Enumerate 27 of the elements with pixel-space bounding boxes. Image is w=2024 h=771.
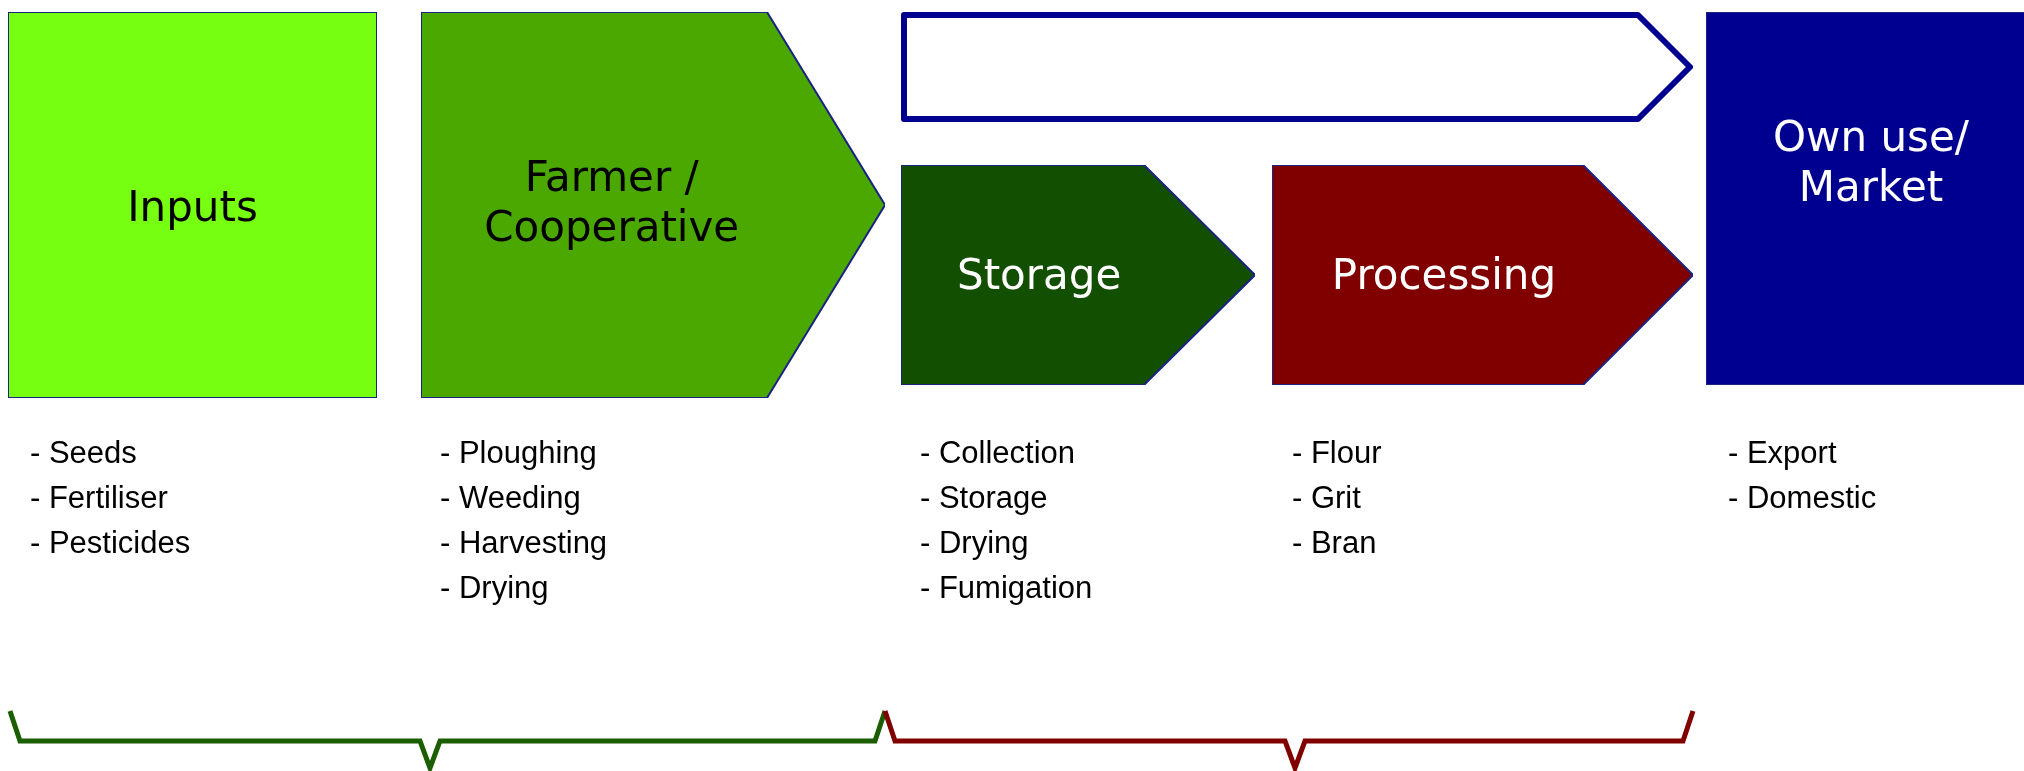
bullet-item: - Flour xyxy=(1292,435,1382,471)
chevron-arrow-shape xyxy=(1272,165,1693,385)
bullet-item: - Drying xyxy=(440,570,549,606)
bullet-item: - Drying xyxy=(920,525,1029,561)
chevron-arrow-shape xyxy=(901,12,1693,122)
bullet-item: - Storage xyxy=(920,480,1048,516)
bullet-item: - Domestic xyxy=(1728,480,1877,516)
stage-title: Inputs xyxy=(126,182,259,233)
bullet-item: - Harvesting xyxy=(440,525,608,561)
bullet-item: - Collection xyxy=(920,435,1076,471)
stage-box xyxy=(1706,12,2024,385)
bullet-item: - Fertiliser xyxy=(30,480,168,516)
bullet-item: - Fumigation xyxy=(920,570,1093,606)
stage-title: Own use/ Market xyxy=(1772,112,1970,213)
stage-title: Storage xyxy=(955,250,1123,301)
bullet-item: - Pesticides xyxy=(30,525,191,561)
chevron-arrow-shape xyxy=(421,12,885,398)
bullet-item: - Bran xyxy=(1292,525,1377,561)
stage-box xyxy=(8,12,377,398)
bullet-item: - Seeds xyxy=(30,435,137,471)
chevron-arrow-shape xyxy=(901,165,1255,385)
bullet-item: - Export xyxy=(1728,435,1837,471)
stage-title: Farmer / Cooperative xyxy=(483,152,741,253)
bullet-item: - Grit xyxy=(1292,480,1361,516)
bullet-item: - Ploughing xyxy=(440,435,597,471)
bullet-item: - Weeding xyxy=(440,480,581,516)
stage-title: Processing xyxy=(1330,250,1558,301)
